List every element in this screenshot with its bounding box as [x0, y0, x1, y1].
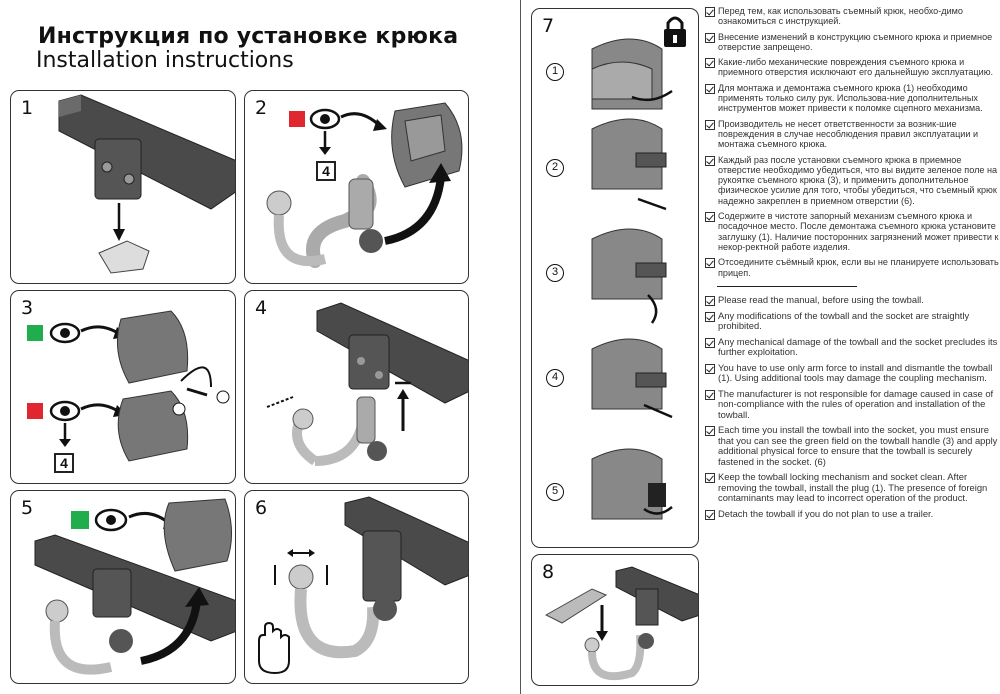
substep-marker: 3	[546, 264, 564, 282]
green-square-icon	[27, 325, 43, 341]
illustration-step-7	[591, 16, 686, 520]
step-ref-box: 4	[54, 453, 74, 473]
panel-number: 4	[255, 297, 268, 319]
eye-icon	[309, 108, 341, 130]
rule-item-ru: Отсоедините съёмный крюк, если вы не пла…	[705, 257, 1000, 278]
check-icon	[705, 258, 715, 269]
panel-number: 1	[21, 97, 34, 119]
red-square-icon	[289, 111, 305, 127]
eye-icon	[49, 400, 81, 422]
illustration-step-6	[258, 496, 468, 675]
panel-number: 8	[542, 561, 555, 583]
panel-step-3: 3 4	[10, 290, 236, 484]
step-ref-box: 4	[316, 161, 336, 181]
check-icon	[705, 311, 715, 322]
hand-icon	[258, 621, 290, 675]
panel-number: 5	[21, 497, 34, 519]
illustration-step-4	[266, 302, 468, 466]
language-separator	[717, 285, 857, 287]
check-icon	[705, 32, 715, 43]
rule-item-en: The manufacturer is not responsible for …	[705, 388, 1000, 421]
green-square-icon	[71, 511, 89, 529]
check-icon	[705, 363, 715, 374]
check-icon	[705, 389, 715, 400]
rule-item-ru: Внесение изменений в конструкцию съемног…	[705, 32, 1000, 53]
panel-number: 6	[255, 497, 268, 519]
check-icon	[705, 58, 715, 69]
rule-item-en: Any modifications of the towball and the…	[705, 310, 1000, 332]
panel-step-8: 8	[531, 554, 699, 686]
rule-item-en: You have to use only arm force to instal…	[705, 362, 1000, 384]
illustration-step-2	[266, 102, 463, 268]
panel-number: 7	[542, 15, 555, 37]
lock-icon	[664, 16, 686, 47]
check-icon	[705, 83, 715, 94]
check-icon	[705, 119, 715, 130]
check-icon	[705, 473, 715, 484]
page-gutter	[480, 0, 520, 694]
rule-item-ru: Содержите в чистоте запорный механизм съ…	[705, 211, 1000, 252]
check-icon	[705, 426, 715, 437]
rule-item-ru: Производитель не несет ответственности з…	[705, 119, 1000, 150]
check-icon	[705, 337, 715, 348]
right-page: 7 1 2 3 4 5 8 Перед тем, как использоват…	[520, 0, 1000, 694]
check-icon	[705, 295, 715, 306]
left-page: Инструкция по установке крюка Installati…	[0, 0, 480, 694]
eye-icon	[49, 322, 81, 344]
title-russian: Инструкция по установке крюка	[38, 24, 459, 49]
eye-icon	[94, 508, 128, 532]
illustration-step-3	[27, 310, 230, 462]
title-english: Installation instructions	[36, 48, 294, 73]
rule-item-ru: Какие-либо механические повреждения съем…	[705, 57, 1000, 78]
check-icon	[705, 212, 715, 223]
substep-marker: 1	[546, 63, 564, 81]
panel-number: 2	[255, 97, 268, 119]
panel-step-1: 1	[10, 90, 236, 284]
rules-list: Перед тем, как использовать съемный крюк…	[705, 6, 1000, 525]
red-square-icon	[27, 403, 43, 419]
illustration-step-8	[544, 566, 698, 681]
check-icon	[705, 509, 715, 520]
rule-item-en: Any mechanical damage of the towball and…	[705, 336, 1000, 358]
rule-item-en: Please read the manual, before using the…	[705, 294, 1000, 306]
panel-step-2: 2 4	[244, 90, 469, 284]
rule-item-ru: Перед тем, как использовать съемный крюк…	[705, 6, 1000, 27]
check-icon	[705, 7, 715, 17]
check-icon	[705, 155, 715, 166]
panel-step-6: 6	[244, 490, 469, 684]
rule-item-en: Keep the towball locking mechanism and s…	[705, 472, 1000, 504]
rule-item-ru: Для монтажа и демонтажа съемного крюка (…	[705, 83, 1000, 114]
substep-marker: 2	[546, 159, 564, 177]
rule-item-en: Detach the towball if you do not plan to…	[705, 508, 1000, 520]
substep-marker: 5	[546, 483, 564, 501]
rule-item-ru: Каждый раз после установки съемного крюк…	[705, 155, 1000, 206]
illustration-step-1	[58, 94, 235, 274]
panel-step-4: 4	[244, 290, 469, 484]
substep-marker: 4	[546, 369, 564, 387]
panel-step-5: 5	[10, 490, 236, 684]
illustration-step-5	[34, 498, 235, 675]
panel-number: 3	[21, 297, 34, 319]
panel-step-7: 7 1 2 3 4 5	[531, 8, 699, 548]
rule-item-en: Each time you install the towball into t…	[705, 425, 1000, 467]
